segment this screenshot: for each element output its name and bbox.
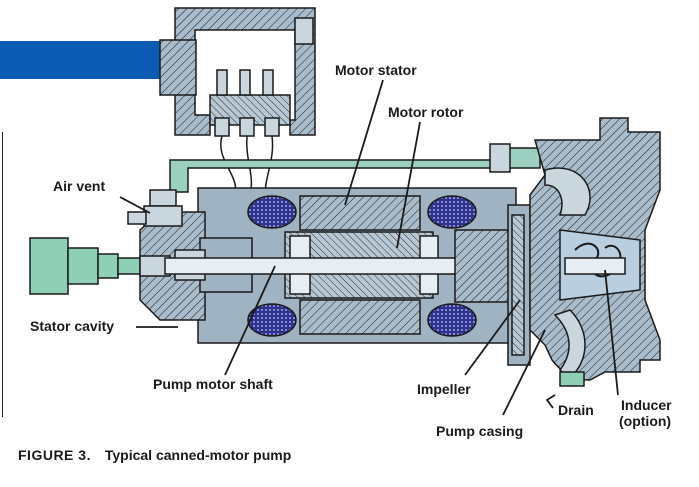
label-pump-casing: Pump casing	[436, 423, 524, 439]
leader-motor-rotor	[396, 121, 421, 249]
leader-pump-casing	[502, 329, 546, 416]
pump-casing-body	[529, 117, 661, 387]
leader-shaft	[224, 265, 276, 376]
front-bearing	[454, 204, 531, 366]
air-vent-fitting	[127, 189, 183, 227]
leader-drain	[545, 394, 556, 409]
label-motor-stator: Motor stator	[335, 62, 417, 78]
leader-inducer	[604, 269, 619, 396]
accent-bar	[0, 41, 160, 79]
label-stator-cavity: Stator cavity	[30, 318, 115, 334]
label-inducer-option: (option)	[619, 413, 672, 429]
label-motor-rotor: Motor rotor	[388, 104, 464, 120]
leader-motor-stator	[344, 79, 384, 206]
cooling-pipe	[169, 143, 541, 193]
label-air-vent: Air vent	[53, 178, 106, 194]
terminal-box	[159, 7, 316, 196]
label-impeller: Impeller	[417, 381, 471, 397]
monitor-coupling	[29, 237, 171, 295]
figure-caption-text: Typical canned-motor pump	[104, 447, 292, 463]
margin-rule	[2, 132, 3, 417]
label-pump-motor-shaft: Pump motor shaft	[153, 376, 273, 392]
label-drain: Drain	[558, 402, 594, 418]
leader-impeller	[464, 299, 521, 376]
figure-caption: FIGURE 3. Typical canned-motor pump	[18, 447, 291, 463]
leader-lines	[119, 79, 619, 416]
figure-number: FIGURE 3.	[18, 447, 91, 463]
label-inducer: Inducer	[621, 397, 672, 413]
leader-air-vent	[119, 196, 151, 214]
